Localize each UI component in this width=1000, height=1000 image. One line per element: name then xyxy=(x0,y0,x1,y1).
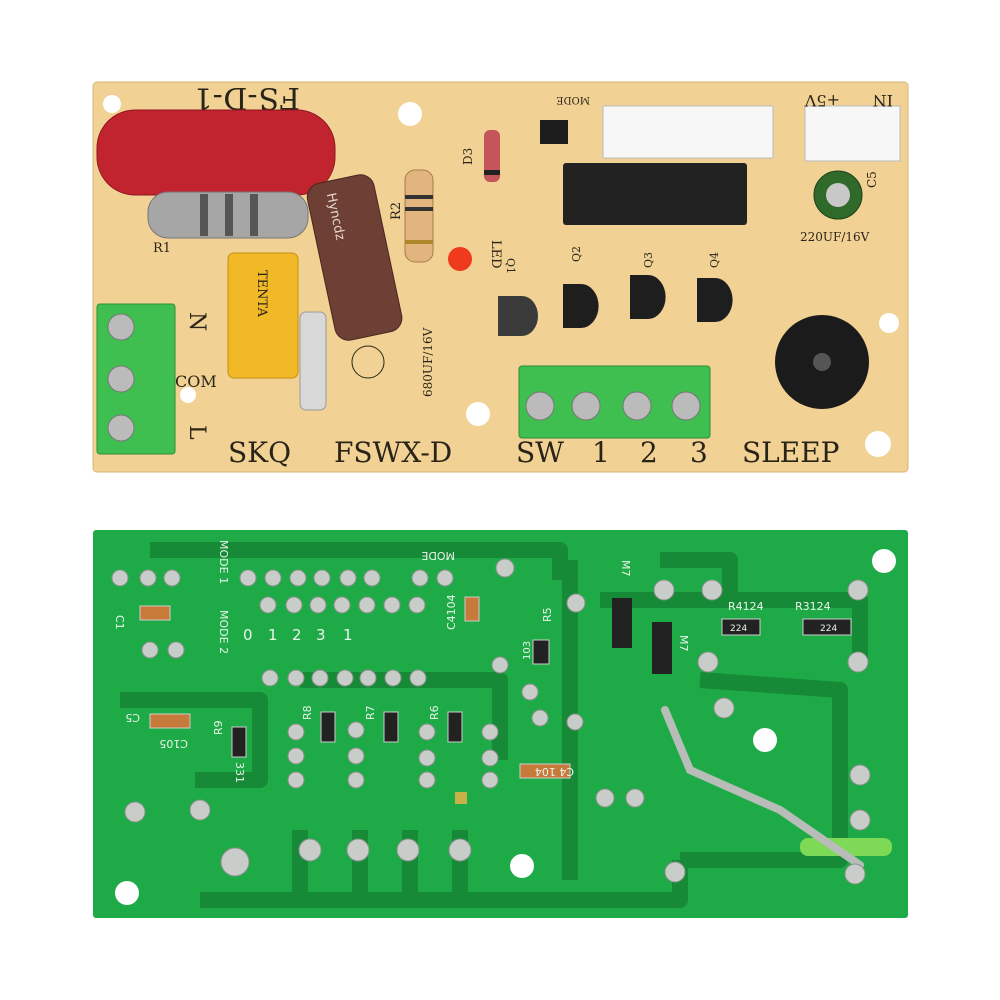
label-3: 3 xyxy=(690,436,708,469)
label-r9: R9 xyxy=(212,720,225,735)
label-l: L xyxy=(184,425,209,440)
cap-value-label: 680UF/16V xyxy=(421,327,435,397)
label-n: N xyxy=(184,312,209,331)
label-sleep: SLEEP xyxy=(742,436,840,469)
yellow-capacitor xyxy=(227,252,299,379)
transistor-q1 xyxy=(498,296,538,336)
mode-jumper[interactable] xyxy=(540,120,568,144)
label-c105: C105 xyxy=(159,737,188,750)
label-mode1: MODE 1 xyxy=(217,540,230,584)
label-r7: R7 xyxy=(364,705,377,720)
label-led: LED xyxy=(488,240,503,269)
smd-components xyxy=(139,596,852,804)
electrolytic-capacitor-680uf: Hyncdz xyxy=(306,174,403,341)
header-digit-4: 1 xyxy=(343,626,353,644)
r4-code: 224 xyxy=(730,624,747,634)
label-r5: R5 xyxy=(541,607,554,622)
label-c5: C5 xyxy=(865,171,879,188)
jumper-wire xyxy=(661,706,864,869)
header-digit-2: 2 xyxy=(292,626,302,644)
r3-code: 224 xyxy=(820,624,837,634)
label-c4104: C4104 xyxy=(445,594,458,630)
label-mode: MODE xyxy=(556,94,590,105)
label-sw: SW xyxy=(516,436,564,469)
model-label-top: FS-D-1 xyxy=(194,80,300,115)
resistor-r2 xyxy=(404,169,434,263)
header-digit-1: 1 xyxy=(268,626,278,644)
label-mode2: MODE 2 xyxy=(217,610,230,654)
label-com: COM xyxy=(175,372,217,391)
label-2: 2 xyxy=(640,436,658,469)
label-c5-bottom: C5 xyxy=(125,711,140,724)
transistor-q3 xyxy=(630,275,666,319)
label-q4: Q4 xyxy=(708,252,721,268)
terminal-block-speed[interactable] xyxy=(518,365,711,439)
label-1: 1 xyxy=(592,436,610,469)
label-q1: Q1 xyxy=(504,258,517,274)
connector-6pin[interactable] xyxy=(602,105,774,159)
ic-chip xyxy=(563,163,747,225)
solder-joints xyxy=(111,558,871,885)
label-mode: MODE xyxy=(421,549,455,562)
yellow-cap-brand: TENTA xyxy=(254,270,269,317)
connector-3pin[interactable] xyxy=(804,105,901,162)
label-c4104b: C4 104 xyxy=(535,765,574,778)
label-skq: SKQ xyxy=(228,436,291,469)
header-digit-0: 0 xyxy=(243,626,253,644)
led xyxy=(448,247,472,271)
label-r8: R8 xyxy=(301,705,314,720)
label-q3: Q3 xyxy=(642,252,655,268)
label-r1: R1 xyxy=(153,241,171,256)
label-331: 331 xyxy=(233,762,246,783)
label-r6: R6 xyxy=(428,705,441,720)
label-r4124: R4124 xyxy=(728,600,764,613)
header-digit-3: 3 xyxy=(316,626,326,644)
label-c1: C1 xyxy=(113,615,126,630)
c5-value: 220UF/16V xyxy=(800,230,870,244)
label-m7b: M7 xyxy=(677,635,690,652)
top-pcb-board: FS-D-1 R1 TENTA Hyncdz 680UF/16V R2 D3 L… xyxy=(92,80,909,473)
label-r2: R2 xyxy=(389,202,404,220)
label-q2: Q2 xyxy=(570,246,583,262)
label-r3124: R3124 xyxy=(795,600,831,613)
transistor-q4 xyxy=(697,278,733,322)
bottom-pcb-board: MODE 1 MODE 2 MODE 0 1 2 3 1 C1 C4104 R5… xyxy=(93,530,908,918)
label-m7a: M7 xyxy=(619,560,632,577)
label-fswx-d: FSWX-D xyxy=(334,436,452,469)
label-in: IN xyxy=(873,91,893,110)
label-5v: +5V xyxy=(804,91,840,110)
glass-fuse xyxy=(299,311,327,411)
red-film-capacitor xyxy=(96,109,336,196)
transistor-q2 xyxy=(563,284,599,328)
diode-d3 xyxy=(484,130,500,182)
label-d3: D3 xyxy=(461,148,475,165)
label-103: 103 xyxy=(522,641,533,660)
